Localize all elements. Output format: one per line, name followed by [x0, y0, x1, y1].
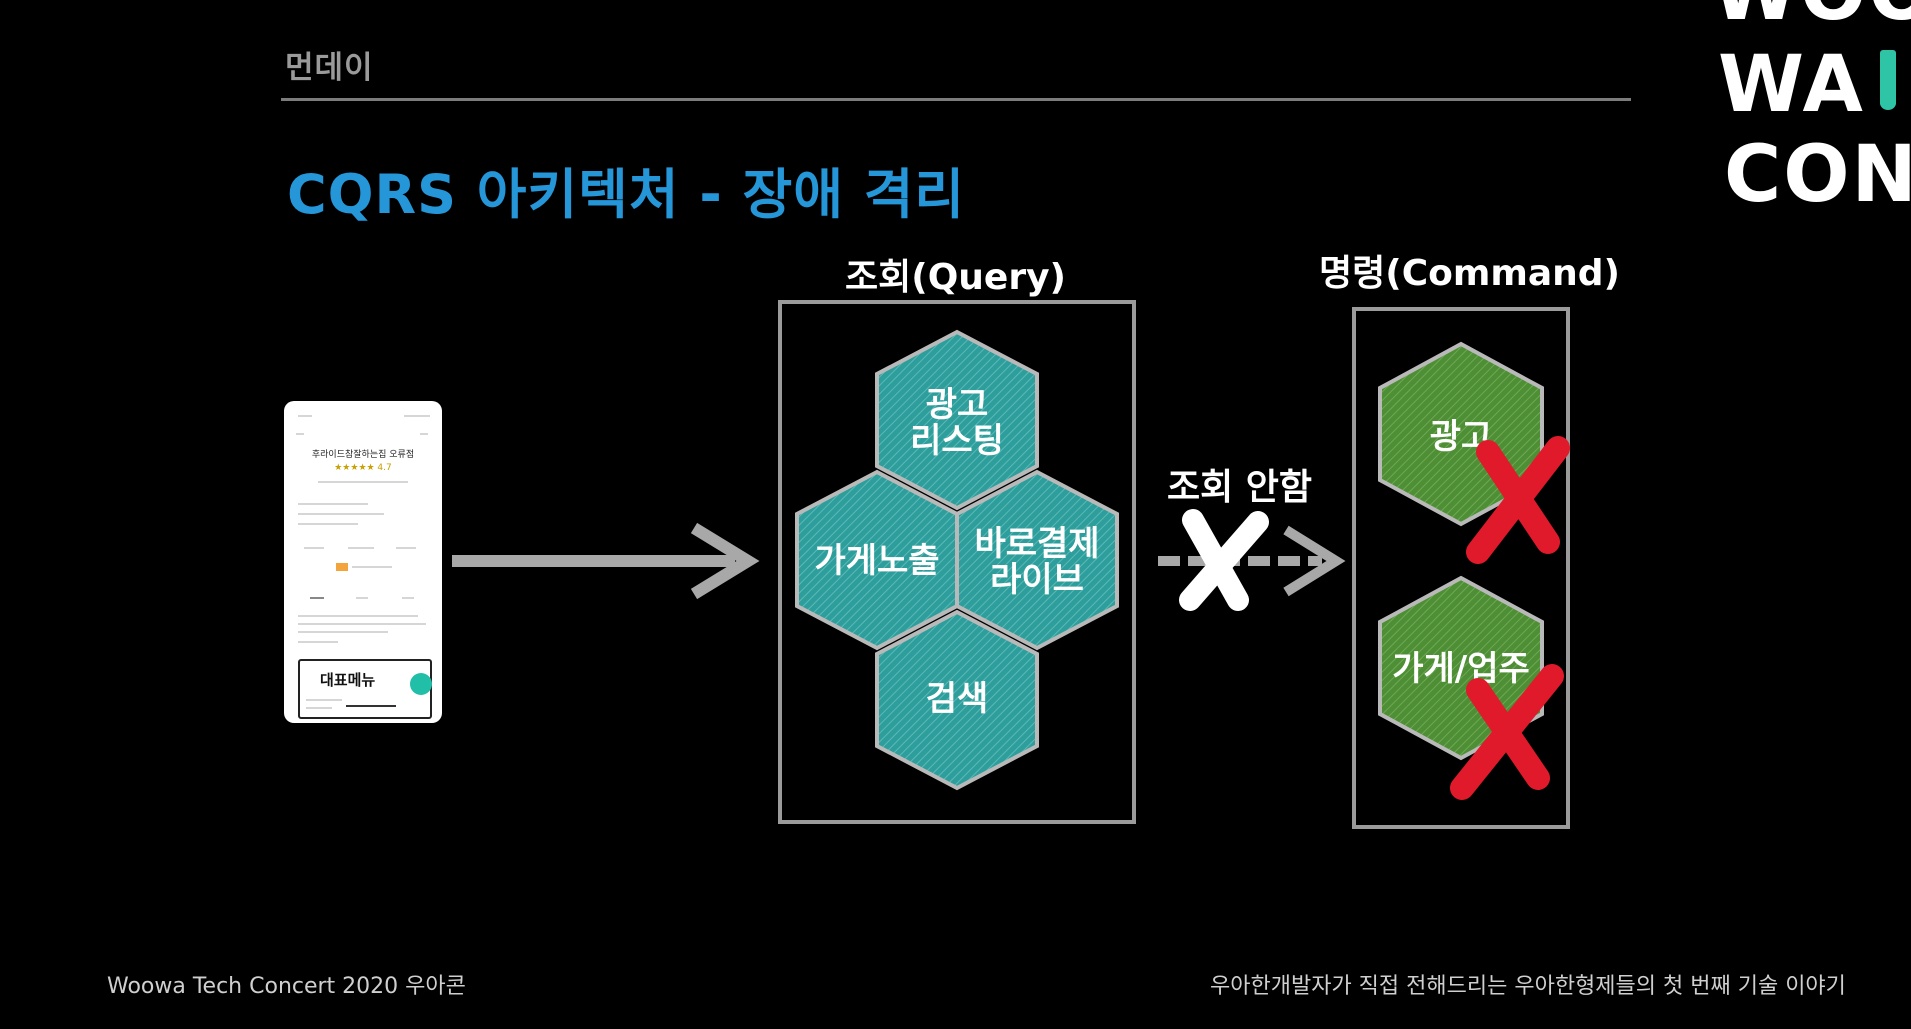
- hex-label: 검색: [926, 679, 989, 719]
- footer-tagline: 우아한개발자가 직접 전해드리는 우아한형제들의 첫 번째 기술 이야기: [1210, 974, 1846, 999]
- phone-mockup: 후라이드참잘하는집 오류점 ★★★★★ 4.7 대표메뉴: [284, 401, 442, 723]
- back-arrow-icon: [296, 433, 304, 435]
- command-group-box: [1352, 307, 1570, 829]
- logo-line-2: WA: [1718, 40, 1865, 130]
- phone-call-icon: [304, 547, 324, 549]
- slide-title: CQRS 아키텍처 - 장애 격리: [287, 163, 966, 226]
- phone-menu-slider: [346, 705, 396, 707]
- hex-label: 광고: [926, 385, 989, 425]
- phone-status-icons: [404, 415, 430, 417]
- phone-rating: ★★★★★ 4.7: [334, 463, 392, 473]
- query-group-box: [778, 300, 1136, 824]
- arrow-query-to-command: [1158, 525, 1346, 597]
- blocked-x-icon: [1179, 509, 1269, 611]
- query-group-label: 조회(Query): [845, 257, 1067, 298]
- phone-detail-line: [298, 641, 338, 643]
- phone-menu-card: 대표메뉴: [298, 659, 432, 719]
- phone-detail-line: [298, 631, 388, 633]
- phone-tab-delivery: [310, 597, 324, 599]
- failure-x-icon-ad: [1466, 436, 1570, 564]
- hex-label: 라이브: [990, 560, 1084, 600]
- header-label: 먼데이: [285, 50, 374, 86]
- phone-store-name: 후라이드참잘하는집 오류점: [311, 450, 415, 460]
- command-group-label: 명령(Command): [1319, 253, 1621, 294]
- phone-coupon-badge: [336, 563, 348, 571]
- phone-menu-item-line: [306, 699, 342, 701]
- hex-label: 리스팅: [910, 421, 1004, 461]
- cart-icon: [410, 673, 432, 695]
- search-icon: [420, 433, 428, 435]
- phone-tab-pickup: [356, 597, 368, 599]
- phone-detail-line: [298, 615, 418, 617]
- phone-detail-line: [298, 623, 426, 625]
- phone-tab-info: [402, 597, 414, 599]
- phone-review-line: [318, 481, 408, 483]
- no-query-label: 조회 안함: [1167, 467, 1313, 508]
- phone-coupon-line: [352, 566, 392, 568]
- phone-info-line: [298, 513, 384, 515]
- hex-label: 가게노출: [814, 541, 939, 581]
- query-hex-direct-payment-live: 바로결제 라이브: [955, 469, 1119, 651]
- phone-info-line: [298, 503, 368, 505]
- header-divider: [281, 98, 1631, 101]
- footer-event-name: Woowa Tech Concert 2020 우아콘: [107, 974, 466, 999]
- logo-exclamation-dot: [1880, 96, 1896, 110]
- phone-menu-card-label: 대표메뉴: [320, 671, 376, 689]
- phone-menu-item-line: [306, 707, 332, 709]
- phone-like-icon: [348, 547, 374, 549]
- phone-share-icon: [396, 547, 416, 549]
- phone-status-bar: [298, 415, 312, 417]
- failure-x-icon-store-owner: [1450, 664, 1564, 800]
- hex-label: 가게/업주: [1392, 649, 1530, 689]
- query-hex-ad-listing: 광고 리스팅: [875, 329, 1039, 511]
- arrow-phone-to-query: [452, 522, 760, 600]
- logo-exclamation-bar: [1880, 50, 1896, 106]
- query-hex-search: 검색: [875, 609, 1039, 791]
- phone-info-line: [298, 523, 358, 525]
- logo-line-1: WOO: [1712, 0, 1911, 32]
- query-hex-store-exposure: 가게노출: [795, 469, 959, 651]
- hex-label: 바로결제: [974, 524, 1099, 564]
- logo-line-3: CON: [1724, 130, 1911, 220]
